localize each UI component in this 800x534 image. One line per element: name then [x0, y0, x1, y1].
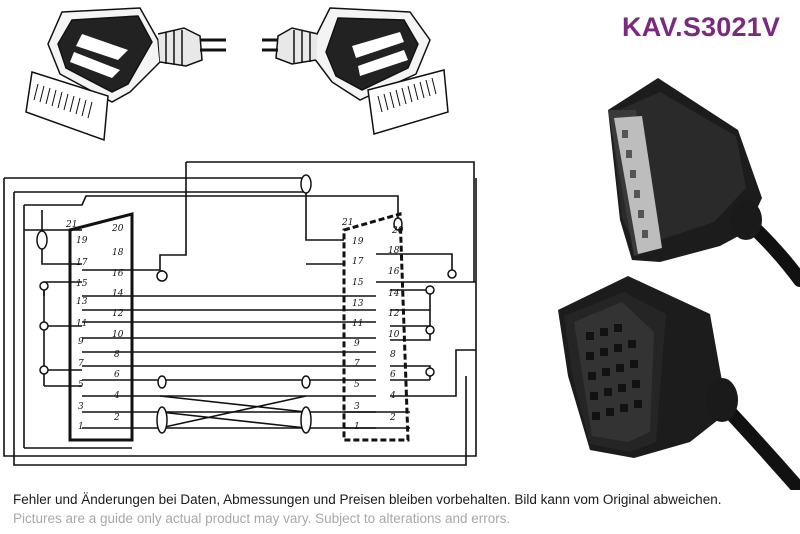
pin-label: 5 — [354, 380, 360, 390]
pin-label: 11 — [76, 319, 87, 329]
pin-label: 10 — [112, 330, 124, 340]
pin-label: 7 — [78, 359, 84, 369]
left-connector-pin-labels: 21 19 17 15 13 11 9 7 5 3 1 20 18 16 14 … — [65, 220, 124, 432]
pin-label: 2 — [113, 413, 120, 423]
pin-label: 19 — [352, 237, 364, 247]
pin-label: 2 — [389, 413, 396, 423]
wiring-lines — [3, 161, 477, 466]
junction-right-6 — [425, 367, 435, 377]
pin-label: 3 — [354, 402, 360, 412]
pin-label: 15 — [76, 279, 88, 289]
pin-label: 6 — [390, 370, 396, 380]
pin-label: 21 — [65, 220, 77, 230]
pin-label: 8 — [114, 350, 120, 360]
pin-label: 4 — [389, 391, 396, 401]
pin-label: 18 — [112, 248, 124, 258]
pin-label: 20 — [111, 224, 124, 234]
pin-label: 12 — [112, 309, 124, 319]
pin-label: 16 — [388, 267, 400, 277]
junction-left-19 — [36, 230, 48, 250]
disclaimer-german: Fehler und Änderungen bei Daten, Abmessu… — [13, 492, 722, 507]
pin-label: 18 — [388, 246, 400, 256]
pin-label: 16 — [112, 269, 124, 279]
right-connector-pin-labels: 21 19 17 15 13 11 9 7 5 3 1 20 18 16 14 … — [341, 218, 404, 432]
pin-label: 17 — [352, 257, 364, 267]
pin-label: 4 — [113, 391, 120, 401]
pin-label: 11 — [352, 319, 363, 329]
junction-left-15 — [39, 281, 49, 291]
pin-label: 10 — [388, 330, 400, 340]
pin-label: 9 — [354, 339, 360, 349]
right-connector-outline — [342, 212, 410, 442]
pin-label: 9 — [78, 337, 84, 347]
pin-label: 6 — [114, 370, 120, 380]
pin-label: 17 — [76, 258, 88, 268]
pin-label: 20 — [391, 226, 404, 236]
pin-label: 19 — [76, 236, 88, 246]
pin-label: 7 — [354, 359, 360, 369]
pin-label: 14 — [388, 289, 400, 299]
pin-label: 13 — [352, 299, 364, 309]
pin-label: 1 — [78, 422, 84, 432]
junction-right-16 — [447, 269, 457, 279]
junction-right-20 — [393, 217, 403, 231]
pin-label: 8 — [390, 350, 396, 360]
junction-right-10 — [425, 325, 435, 335]
junction-left-11 — [39, 321, 49, 331]
pin-label: 3 — [78, 402, 84, 412]
disclaimer-english: Pictures are a guide only actual product… — [13, 511, 511, 526]
junction-right-14 — [425, 285, 435, 295]
pin-label: 12 — [388, 309, 400, 319]
junction-mid-bottom — [156, 406, 168, 434]
junction-mid-6 — [157, 375, 167, 389]
junction-left-16 — [156, 270, 168, 282]
pin-label: 5 — [78, 380, 84, 390]
junction-top — [300, 174, 312, 194]
pin-label: 15 — [352, 278, 364, 288]
pin-label: 1 — [354, 422, 360, 432]
product-code: KAV.S3021V — [622, 12, 781, 42]
pin-label: 13 — [76, 297, 88, 307]
scart-plug-drawing-right-icon — [262, 7, 449, 135]
junction-mid-bottom-r — [300, 406, 312, 434]
junction-left-7 — [39, 365, 49, 375]
scart-plug-photo-top-icon — [608, 78, 762, 262]
product-photo — [558, 78, 800, 490]
scart-plug-photo-bottom-icon — [558, 276, 738, 458]
pin-label: 21 — [341, 218, 353, 228]
pin-label: 14 — [112, 289, 124, 299]
junction-mid-6r — [301, 375, 311, 389]
wire-junctions — [36, 174, 457, 434]
scart-plug-drawing-left-icon — [25, 7, 226, 142]
